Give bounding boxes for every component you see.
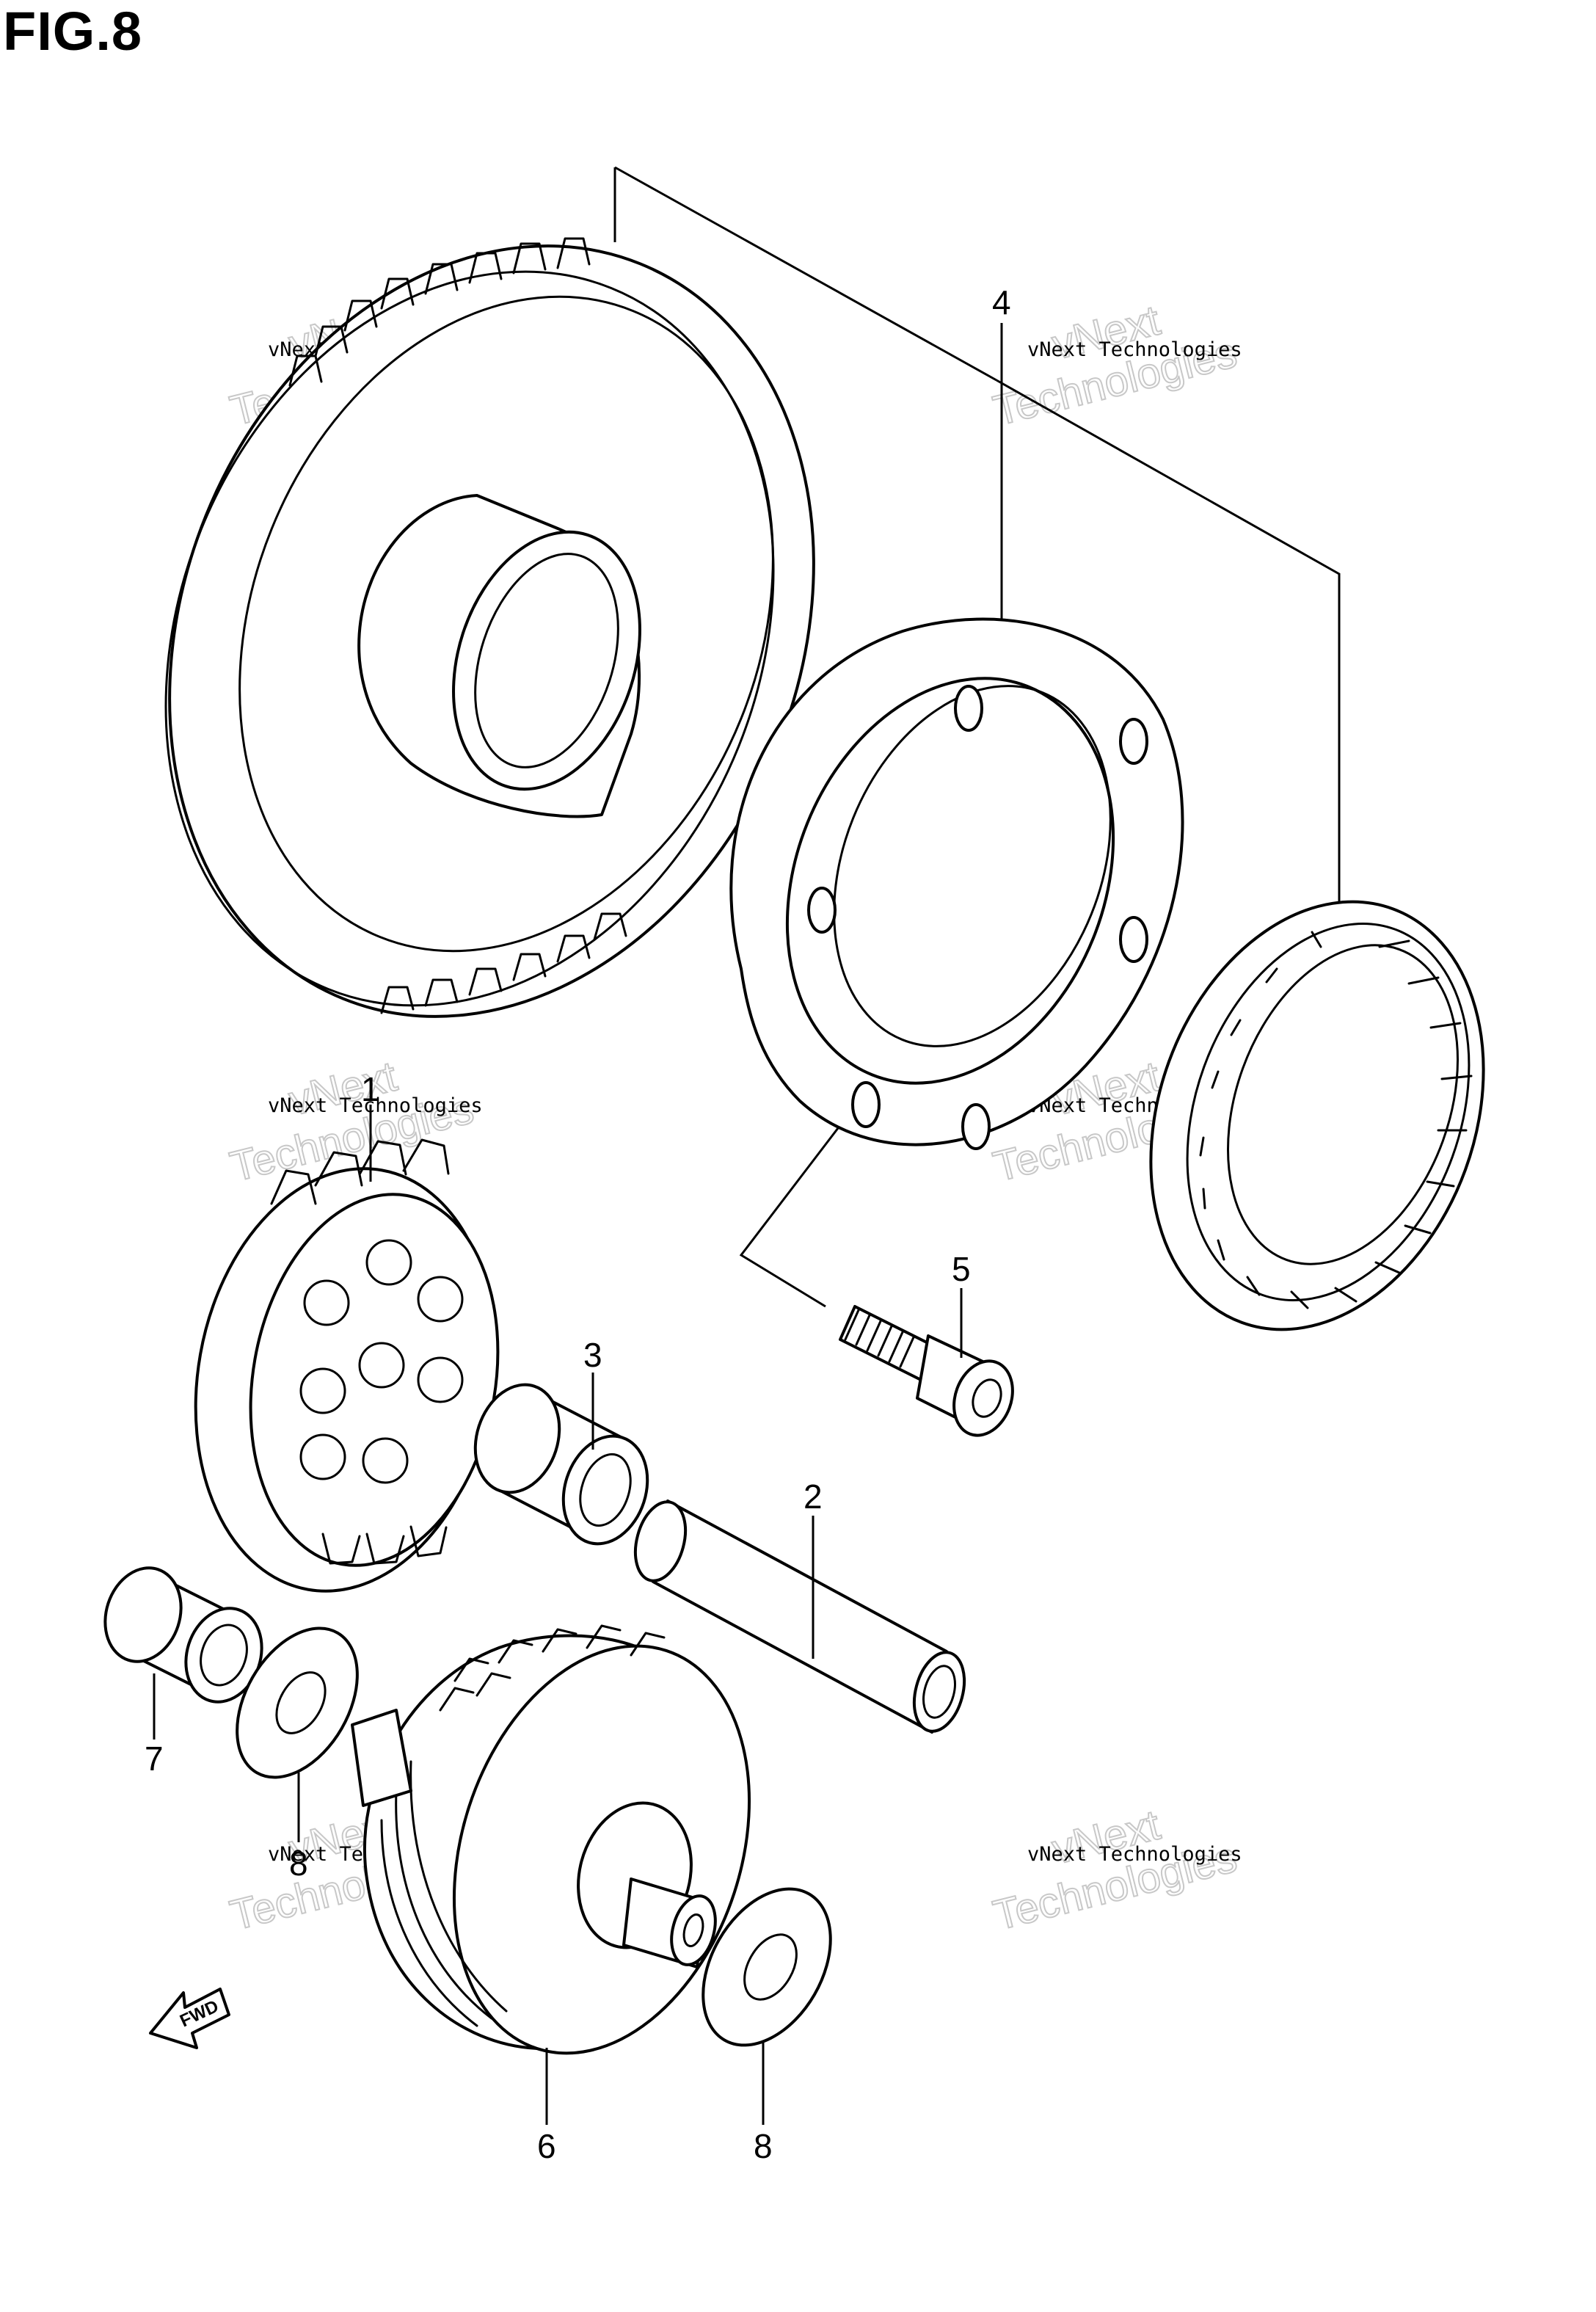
shaft [633,1499,966,1734]
watermark-top-right: vNext Technologies vNext Technologies [988,296,1242,436]
washer-upper [236,1626,359,1779]
svg-text:vNext Technologies: vNext Technologies [1027,338,1242,361]
bolt [839,1305,1014,1437]
washer-lower [702,1887,832,2047]
watermark-bottom-right: vNext Technologies vNext Technologies [988,1800,1242,1941]
callout-8-lower: 8 [754,2127,773,2165]
callout-3: 3 [583,1336,602,1374]
callout-2: 2 [804,1477,823,1516]
spacer [103,1566,263,1704]
starter-clutch-ring [729,617,1184,1150]
figure-title: FIG.8 [3,1,143,62]
starter-clutch-gear-assembly [351,1624,751,2055]
callout-6: 6 [537,2127,556,2165]
starter-idle-gear [194,1138,500,1593]
callout-8-upper: 8 [289,1844,308,1883]
svg-text:vNext Technologies: vNext Technologies [1027,1843,1242,1866]
starter-driven-gear [164,237,815,1018]
bushing [473,1383,649,1546]
callout-7: 7 [145,1740,164,1778]
svg-text:vNext Technologies: vNext Technologies [268,1094,483,1117]
callout-5: 5 [952,1250,971,1288]
fwd-arrow-icon: FWD [149,1988,230,2049]
callout-4: 4 [992,283,1011,321]
assembly-bracket-lines [613,166,1341,1308]
callout-1: 1 [361,1070,380,1108]
leader-lines [153,323,1003,2125]
one-way-clutch [1149,900,1485,1331]
